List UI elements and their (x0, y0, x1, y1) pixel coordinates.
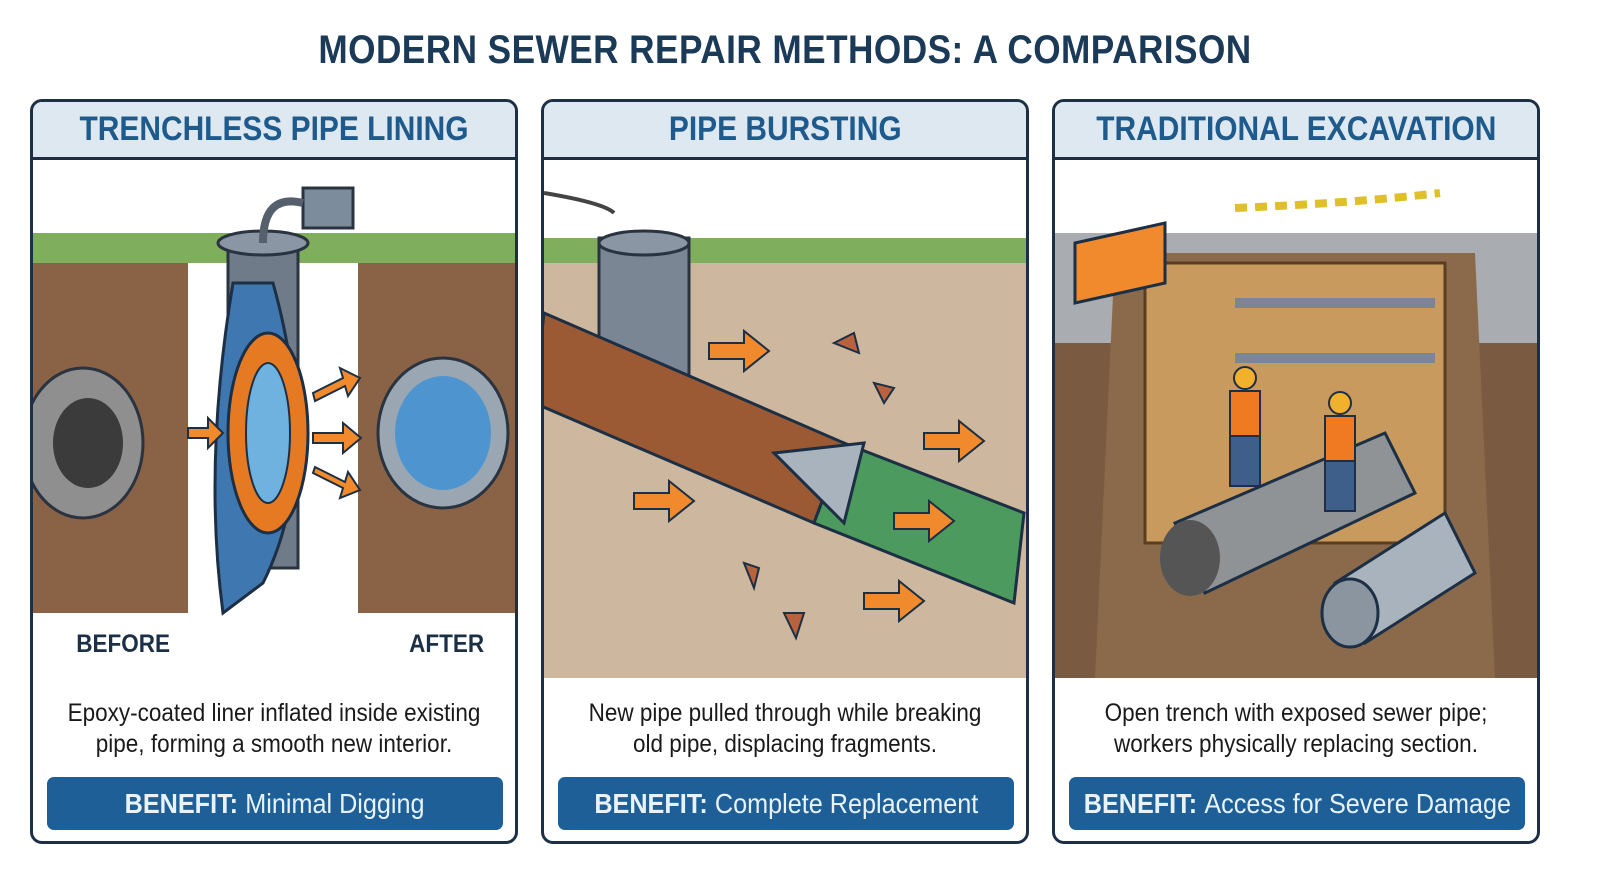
panel-heading: TRENCHLESS PIPE LINING (79, 110, 469, 148)
benefit-badge: BENEFIT:Complete Replacement (558, 777, 1014, 830)
panel-heading: TRADITIONAL EXCAVATION (1095, 110, 1497, 148)
panel-trenchless-lining: TRENCHLESS PIPE LINING BEFORE AFTER Epox… (30, 99, 518, 844)
trenchless-lining-illustration (33, 186, 515, 616)
benefit-label: BENEFIT: (125, 787, 239, 819)
benefit-badge: BENEFIT:Access for Severe Damage (1069, 777, 1525, 830)
pipe-bursting-illustration (544, 191, 1026, 678)
description-line: Epoxy-coated liner inflated inside exist… (67, 699, 481, 727)
panel-header: PIPE BURSTING (544, 102, 1026, 160)
description-line: old pipe, displacing fragments. (633, 730, 937, 758)
panel-traditional-excavation: TRADITIONAL EXCAVATION Open trench with … (1052, 99, 1540, 844)
description-line: workers physically replacing section. (1114, 730, 1478, 758)
panel-header: TRENCHLESS PIPE LINING (33, 102, 515, 160)
benefit-value: Complete Replacement (714, 787, 978, 819)
before-label: BEFORE (76, 630, 170, 658)
panel-description: New pipe pulled through while breaking o… (568, 698, 1002, 760)
panel-pipe-bursting: PIPE BURSTING New pipe pulled through wh… (541, 99, 1029, 844)
description-line: Open trench with exposed sewer pipe; (1104, 699, 1488, 727)
after-label: AFTER (409, 630, 485, 658)
panel-heading: PIPE BURSTING (668, 110, 902, 148)
benefit-value: Minimal Digging (245, 787, 425, 819)
description-line: pipe, forming a smooth new interior. (95, 730, 453, 758)
benefit-badge: BENEFIT:Minimal Digging (47, 777, 503, 830)
benefit-label: BENEFIT: (1083, 787, 1197, 819)
benefit-label: BENEFIT: (594, 787, 708, 819)
page-title: MODERN SEWER REPAIR METHODS: A COMPARISO… (318, 28, 1252, 72)
description-line: New pipe pulled through while breaking (588, 699, 982, 727)
traditional-excavation-illustration (1055, 189, 1537, 678)
panel-header: TRADITIONAL EXCAVATION (1055, 102, 1537, 160)
panel-description: Open trench with exposed sewer pipe; wor… (1079, 698, 1513, 760)
benefit-value: Access for Severe Damage (1203, 787, 1511, 819)
panel-description: Epoxy-coated liner inflated inside exist… (57, 698, 491, 760)
